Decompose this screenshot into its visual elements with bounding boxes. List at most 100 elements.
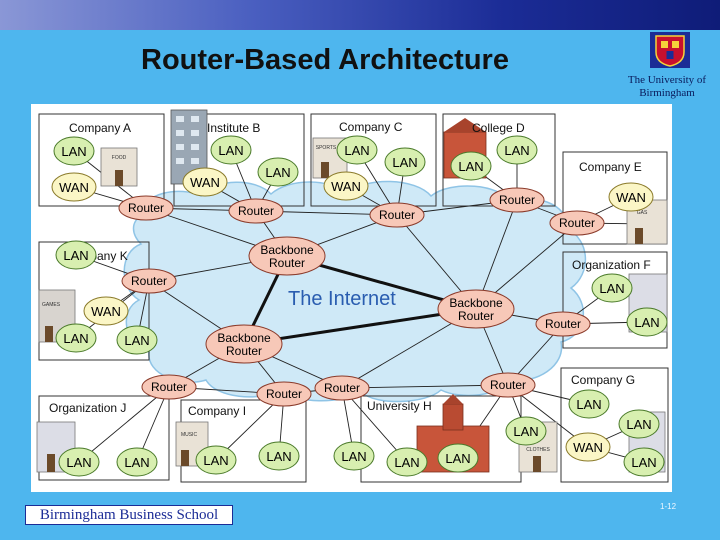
lan-node: LAN	[258, 441, 300, 471]
router-node: Router	[256, 381, 312, 407]
org-label-company-e: Company E	[579, 160, 642, 174]
wan-node: WAN	[608, 182, 654, 212]
network-diagram: FOOD SPORTS GAS GAMES	[31, 104, 672, 492]
svg-text:LAN: LAN	[63, 248, 88, 263]
lan-node: LAN	[496, 135, 538, 165]
org-label-company-g: Company G	[571, 373, 635, 387]
svg-text:LAN: LAN	[61, 144, 86, 159]
router-node: Router	[141, 374, 197, 400]
svg-text:LAN: LAN	[626, 417, 651, 432]
router-node: Router	[369, 202, 425, 228]
lan-node: LAN	[384, 147, 426, 177]
wan-nodes: WAN WAN WAN WAN WAN WAN	[51, 167, 654, 462]
lan-node: LAN	[450, 151, 492, 181]
business-school-logo: Birmingham Business School	[25, 505, 233, 525]
svg-text:LAN: LAN	[394, 455, 419, 470]
lan-node: LAN	[437, 443, 479, 473]
header-band	[0, 0, 720, 30]
svg-text:Router: Router	[490, 378, 526, 392]
lan-nodes: LAN LAN LAN LAN LAN LAN LAN LAN LAN LAN …	[53, 135, 668, 477]
svg-text:Router: Router	[499, 193, 535, 207]
company-c-box	[310, 113, 437, 207]
lan-node: LAN	[623, 447, 665, 477]
lan-node: LAN	[386, 447, 428, 477]
university-crest-icon	[650, 32, 690, 68]
lan-node: LAN	[626, 307, 668, 337]
org-label-college-d: College D	[472, 121, 525, 135]
svg-text:Router: Router	[128, 201, 164, 215]
svg-text:LAN: LAN	[63, 331, 88, 346]
music-store-sign: MUSIC	[181, 432, 198, 438]
svg-text:LAN: LAN	[634, 315, 659, 330]
svg-text:WAN: WAN	[190, 175, 220, 190]
svg-text:Router: Router	[266, 387, 302, 401]
svg-text:LAN: LAN	[341, 449, 366, 464]
svg-text:WAN: WAN	[91, 304, 121, 319]
svg-text:LAN: LAN	[576, 397, 601, 412]
wan-node: WAN	[565, 432, 611, 462]
lan-node: LAN	[568, 389, 610, 419]
company-a-box	[38, 113, 165, 207]
router-node: Router	[118, 195, 174, 221]
org-label-organization-j: Organization J	[49, 401, 126, 415]
router-node: Router	[314, 375, 370, 401]
company-e-box	[562, 151, 668, 245]
router-node: Router	[535, 311, 591, 337]
svg-text:Router: Router	[545, 317, 581, 331]
org-label-university-h: University H	[367, 399, 432, 413]
svg-text:LAN: LAN	[266, 449, 291, 464]
svg-text:Router: Router	[559, 216, 595, 230]
svg-text:Router: Router	[379, 208, 415, 222]
svg-text:LAN: LAN	[504, 143, 529, 158]
svg-text:LAN: LAN	[392, 155, 417, 170]
network-diagram-svg: FOOD SPORTS GAS GAMES	[36, 109, 669, 483]
router-nodes: Router Router Router Router Router Route…	[118, 187, 605, 407]
org-label-organization-f: Organization F	[572, 258, 651, 272]
svg-text:Router: Router	[238, 204, 274, 218]
lan-node: LAN	[116, 447, 158, 477]
slide-title: Router-Based Architecture	[141, 44, 509, 76]
router-node: Router	[228, 198, 284, 224]
lan-node: LAN	[195, 445, 237, 475]
svg-text:WAN: WAN	[331, 179, 361, 194]
svg-text:LAN: LAN	[124, 455, 149, 470]
lan-node: LAN	[58, 447, 100, 477]
svg-text:LAN: LAN	[265, 165, 290, 180]
wan-node: WAN	[83, 296, 129, 326]
svg-text:Router: Router	[131, 274, 167, 288]
lan-node: LAN	[210, 135, 252, 165]
university-name-line-2: Birmingham	[639, 87, 695, 99]
svg-text:LAN: LAN	[458, 159, 483, 174]
svg-text:WAN: WAN	[616, 190, 646, 205]
svg-text:LAN: LAN	[203, 453, 228, 468]
lan-node: LAN	[53, 136, 95, 166]
svg-text:WAN: WAN	[573, 440, 603, 455]
organization-labels: Company A Institute B Company C College …	[49, 120, 651, 418]
svg-text:LAN: LAN	[513, 424, 538, 439]
svg-text:LAN: LAN	[344, 143, 369, 158]
router-node: Router	[121, 268, 177, 294]
svg-text:LAN: LAN	[631, 455, 656, 470]
sports-store-sign: SPORTS	[316, 145, 337, 151]
university-name: The University of Birmingham	[612, 74, 720, 100]
page-number: 1-12	[660, 502, 677, 511]
router-node: Router	[549, 210, 605, 236]
food-store-icon: FOOD	[100, 147, 138, 187]
food-store-sign: FOOD	[112, 155, 127, 161]
company-g-box	[560, 367, 669, 483]
org-label-company-i: Company I	[188, 404, 246, 418]
lan-node: LAN	[618, 409, 660, 439]
internet-label: The Internet	[288, 288, 396, 310]
lan-node: LAN	[116, 325, 158, 355]
lan-node: LAN	[55, 323, 97, 353]
svg-text:LAN: LAN	[66, 455, 91, 470]
lan-node: LAN	[55, 240, 97, 270]
svg-text:Router: Router	[151, 380, 187, 394]
org-label-company-c: Company C	[339, 120, 403, 134]
svg-text:Router: Router	[324, 381, 360, 395]
router-node: Router	[480, 372, 536, 398]
